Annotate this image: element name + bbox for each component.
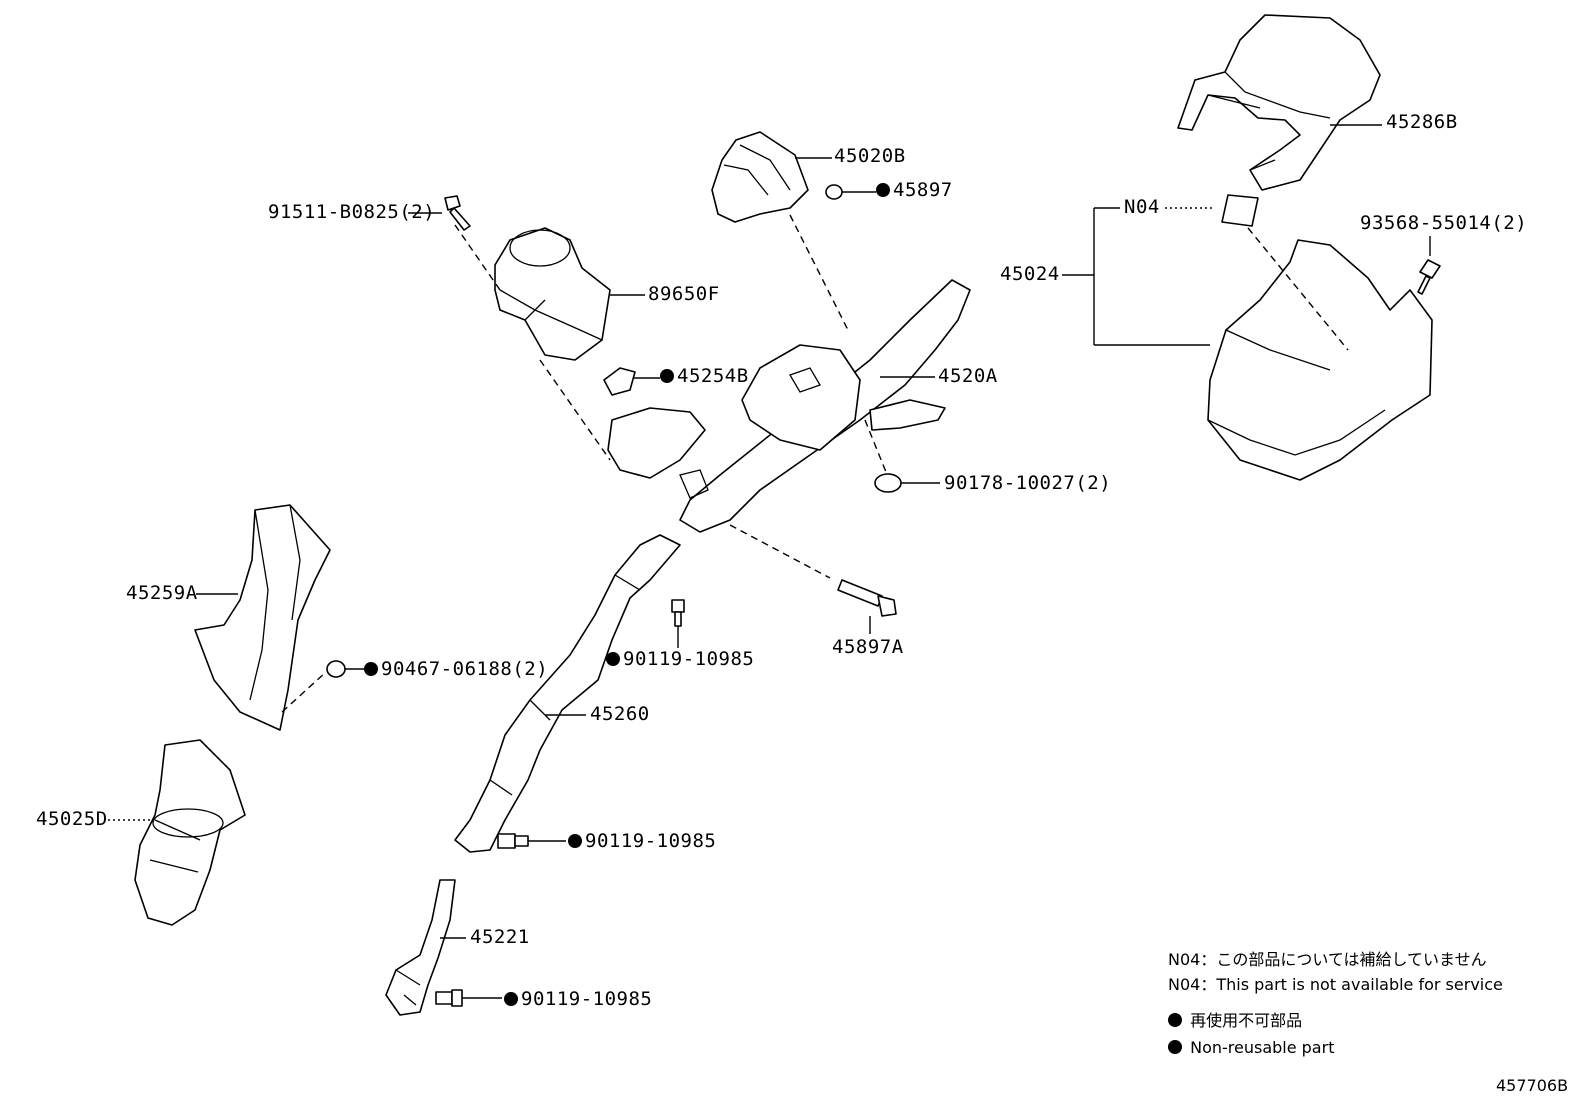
assembly-line-housing-45020B [789,214,849,331]
clip-90467-part [326,660,346,678]
assembly-line-cover-45024 [1247,227,1349,351]
diagram-id: 457706B [1496,1076,1569,1095]
label-89650F: 89650F [648,283,720,305]
label-91511: 91511-B0825(2) [268,201,436,223]
label-45286B: 45286B [1386,111,1458,133]
leader-45024-bracket [1062,207,1210,346]
intermediate-shaft-45260-part [454,534,681,853]
label-N04: N04 [1124,196,1160,218]
legend-non-reusable-japanese: 再使用不可部品 [1168,1013,1302,1029]
assembly-line-boot-45259A [281,671,327,713]
clip-45254B-part [603,367,636,396]
label-90119a: 90119-10985 [606,650,754,669]
upper-column-cover-part [1177,14,1381,191]
bolt-91511-part [444,195,471,231]
bolt-90119-a-part [671,599,685,627]
assembly-line-bolt-45897A [729,524,831,579]
legend-non-reusable-english: Non-reusable part [1168,1040,1334,1056]
label-45020B: 45020B [834,145,906,167]
lower-column-cover-part [1207,239,1433,481]
non-reusable-dot-icon [660,369,674,383]
non-reusable-dot-icon [1168,1013,1182,1027]
bolt-45897A-part [837,579,897,617]
assembly-line-motor-89650F [539,359,611,461]
label-93568: 93568-55014(2) [1360,212,1528,234]
non-reusable-dot-icon [876,183,890,197]
motor-89650F-part [494,227,611,361]
bolt-90119-c-part [435,989,463,1007]
nut-90178-part [874,473,902,493]
label-45897: 45897 [876,181,953,200]
n04-label-tag [1221,194,1259,227]
lower-shaft-45221-part [385,879,456,1016]
label-90467: 90467-06188(2) [364,660,548,679]
label-45254B: 45254B [660,367,749,386]
label-45897A: 45897A [832,636,904,658]
non-reusable-dot-icon [364,662,378,676]
label-45221: 45221 [470,926,530,948]
non-reusable-dot-icon [568,834,582,848]
bolt-90119-b-part [497,833,529,849]
boot-45025D-part [134,739,246,926]
assembly-line-nut-90178 [864,419,887,473]
grommet-45897-part [825,184,843,200]
assembly-line-bolt-91511 [454,224,501,291]
label-45259A: 45259A [126,582,198,604]
boot-cover-45259A-part [194,504,331,731]
steering-column-4520A-part [607,279,971,533]
label-45025D: 45025D [36,808,108,830]
label-4520A: 4520A [938,365,998,387]
label-90178: 90178-10027(2) [944,472,1112,494]
note-n04-english: N04：This part is not available for servi… [1168,975,1503,994]
non-reusable-dot-icon [1168,1040,1182,1054]
label-90119c: 90119-10985 [504,990,652,1009]
label-90119b: 90119-10985 [568,832,716,851]
label-45024: 45024 [1000,263,1060,285]
non-reusable-dot-icon [504,992,518,1006]
note-n04-japanese: N04：この部品については補給していません [1168,950,1487,969]
screw-93568-part [1417,259,1441,295]
switch-housing-part [711,131,809,223]
label-45260: 45260 [590,703,650,725]
non-reusable-dot-icon [606,652,620,666]
